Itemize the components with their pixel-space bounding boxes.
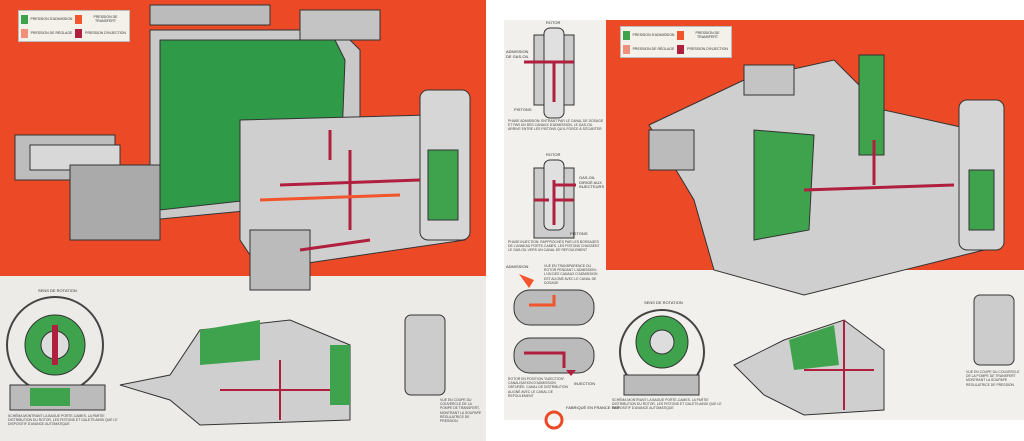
legend-label: PRESSION D'ADMISSION: [632, 33, 675, 37]
legend-item: PRESSION D'INJECTION: [75, 27, 127, 39]
rotation-label: SENS DE ROTATION: [644, 300, 683, 305]
legend-swatch: [21, 14, 28, 24]
caption: PHASE INJECTION: RAPPROCHÉS PAR LES BOSS…: [508, 240, 600, 253]
pressure-legend: PRESSION D'ADMISSION PRESSION DE TRANSFE…: [620, 26, 732, 58]
pistons-label: PISTONS: [514, 107, 532, 112]
caption: PHASE ADMISSION: ENTRANT PAR LE CANAL DE…: [508, 119, 604, 132]
legend-swatch: [677, 44, 684, 54]
legend-item: PRESSION D'ADMISSION: [623, 29, 675, 41]
admission-arrow-label: ADMISSION: [506, 264, 529, 269]
legend-swatch: [75, 28, 82, 38]
caption: VUE EN TRANSPARENCE DU ROTOR PENDANT L'A…: [544, 264, 598, 285]
rotor-label: ROTOR: [546, 20, 561, 25]
caption: ROTOR EN POSITION "INJECTION": CANALISAT…: [508, 377, 568, 398]
left-page: PRESSION D'ADMISSION PRESSION DE TRANSFE…: [0, 0, 486, 441]
caption: SCHÉMA MONTRANT LA BAGUE PORTE-CAMES, LA…: [8, 414, 118, 427]
legend-label: PRESSION D'INJECTION: [687, 47, 728, 51]
injection-arrow-label: INJECTION: [574, 381, 596, 386]
caption: SCHÉMA MONTRANT LA BAGUE PORTE-CAMES, LA…: [612, 398, 722, 411]
pistons-label: PISTONS: [570, 231, 588, 236]
rotation-label: SENS DE ROTATION: [38, 288, 77, 293]
legend-item: PRESSION D'INJECTION: [677, 43, 729, 55]
caption: VUE EN COUPE DU COUVERCLE DE LA POMPE DE…: [440, 398, 482, 424]
pressure-legend: PRESSION D'ADMISSION PRESSION DE TRANSFE…: [18, 10, 130, 42]
rotor-label: ROTOR: [546, 152, 561, 157]
injectors-label: GAS-OIL DIRIGÉ AUX INJECTEURS: [579, 175, 605, 189]
rotor-and-pump-illustrations: [513, 27, 1015, 430]
legend-item: PRESSION DE RÉGLAGE: [623, 43, 675, 55]
legend-swatch: [677, 30, 684, 40]
legend-swatch: [623, 44, 630, 54]
legend-label: PRESSION DE RÉGLAGE: [30, 31, 73, 35]
legend-swatch: [75, 14, 82, 24]
legend-swatch: [623, 30, 630, 40]
legend-item: PRESSION D'ADMISSION: [21, 13, 73, 25]
legend-label: PRESSION D'ADMISSION: [30, 17, 73, 21]
footer-text: FABRIQUÉ EN FRANCE PAR: [566, 405, 620, 410]
legend-swatch: [21, 28, 28, 38]
pump-cutaway-illustration: [6, 4, 471, 426]
legend-item: PRESSION DE TRANSFERT: [677, 29, 729, 41]
legend-item: PRESSION DE RÉGLAGE: [21, 27, 73, 39]
legend-label: PRESSION DE TRANSFERT: [93, 15, 118, 23]
legend-label: PRESSION D'INJECTION: [85, 31, 126, 35]
admission-label: ADMISSION DE GAS-OIL: [506, 49, 529, 59]
caption: VUE EN COUPE DU COUVERCLE DE LA POMPE DE…: [966, 370, 1020, 387]
legend-item: PRESSION DE TRANSFERT: [75, 13, 127, 25]
legend-label: PRESSION DE TRANSFERT: [695, 31, 720, 39]
legend-label: PRESSION DE RÉGLAGE: [632, 47, 675, 51]
right-page: PRESSION D'ADMISSION PRESSION DE TRANSFE…: [504, 20, 1024, 430]
